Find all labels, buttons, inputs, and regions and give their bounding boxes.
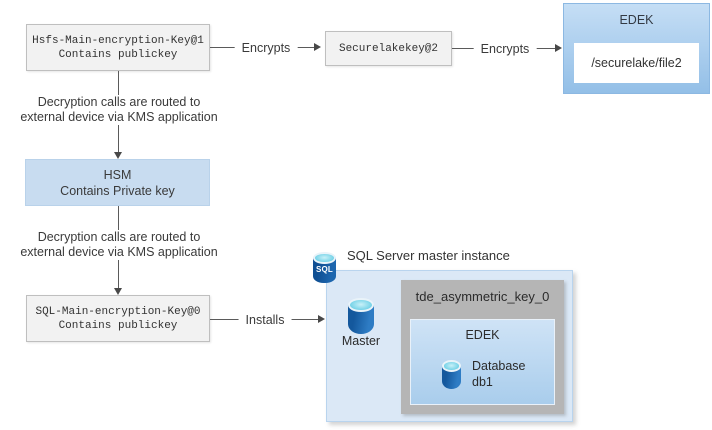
hsm-contents: Contains Private key: [60, 183, 175, 198]
hsm-box: HSM Contains Private key: [25, 159, 210, 206]
edek-file-box: EDEK /securelake/file2: [563, 3, 710, 94]
database-label-line1: Database: [472, 359, 526, 373]
arrow-right-icon: [314, 43, 321, 51]
arrow-right-icon: [318, 315, 325, 323]
tde-asymmetric-key-box: tde_asymmetric_key_0 EDEK Database db1: [401, 280, 564, 414]
master-db-label: Master: [341, 334, 381, 348]
sql-instance-title: SQL Server master instance: [347, 248, 510, 263]
hdfs-key-contents: Contains publickey: [58, 48, 178, 61]
kms-note1-line2: external device via KMS application: [20, 110, 218, 124]
hdfs-main-encryption-key-box: Hsfs-Main-encryption-Key@1 Contains publ…: [26, 24, 210, 71]
database-db1-label: Database db1: [472, 358, 526, 390]
encrypts1-label: Encrypts: [234, 41, 298, 55]
arrow-down-icon: [114, 152, 122, 159]
cylinder-top: [348, 298, 374, 313]
securelake-file-path: /securelake/file2: [574, 43, 699, 83]
kms-routing-note-1: Decryption calls are routed to external …: [9, 95, 229, 125]
encrypts2-label: Encrypts: [473, 42, 537, 56]
cylinder-top: [442, 360, 461, 372]
sql-server-icon: SQL: [313, 252, 336, 283]
database-db1-icon: [442, 360, 461, 389]
securelakekey-label: Securelakekey@2: [338, 42, 439, 55]
edek-file-title: EDEK: [619, 13, 654, 27]
tde-key-label: tde_asymmetric_key_0: [415, 289, 550, 304]
sql-key-contents: Contains publickey: [58, 319, 178, 332]
hsm-title: HSM: [103, 167, 132, 182]
master-database-icon: [348, 298, 374, 334]
kms-note2-line1: Decryption calls are routed to: [37, 230, 201, 244]
kms-note2-line2: external device via KMS application: [20, 245, 218, 259]
sql-server-master-instance-container: Master tde_asymmetric_key_0 EDEK Databas…: [326, 270, 573, 422]
edek-inner-box: EDEK Database db1: [410, 319, 555, 405]
database-label-line2: db1: [472, 375, 493, 389]
sql-key-name: SQL-Main-encryption-Key@0: [35, 305, 201, 318]
kms-note1-line1: Decryption calls are routed to: [37, 95, 201, 109]
securelakekey-box: Securelakekey@2: [325, 31, 452, 66]
hdfs-key-name: Hsfs-Main-encryption-Key@1: [32, 34, 204, 47]
edek-inner-title: EDEK: [465, 328, 500, 342]
arrow-down-icon: [114, 288, 122, 295]
arrow-right-icon: [555, 44, 562, 52]
sql-main-encryption-key-box: SQL-Main-encryption-Key@0 Contains publi…: [26, 295, 210, 342]
installs-label: Installs: [238, 313, 292, 327]
kms-routing-note-2: Decryption calls are routed to external …: [9, 230, 229, 260]
cylinder-top: [313, 252, 336, 265]
sql-icon-text: SQL: [315, 265, 334, 274]
